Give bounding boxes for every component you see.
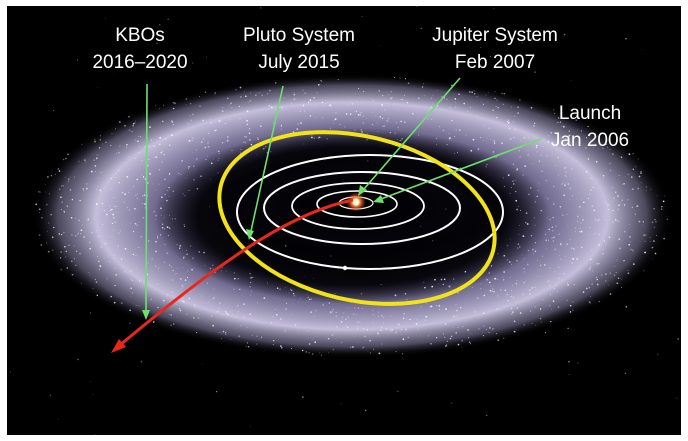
- pluto-system-label-date: July 2015: [258, 52, 340, 73]
- diagram-frame: KBOs 2016–2020 Pluto System July 2015 Ju…: [7, 6, 681, 435]
- launch-pointer: [373, 138, 542, 203]
- jupiter-system-label-date: Feb 2007: [454, 52, 536, 73]
- pluto-pointer: [246, 85, 284, 240]
- saturn-orbit: [291, 182, 425, 230]
- pluto-system-label: Pluto System July 2015: [217, 22, 381, 76]
- spacecraft-trajectory: [118, 198, 354, 348]
- neptune-orbit: [236, 154, 504, 270]
- launch-label-date: Jan 2006: [550, 130, 630, 151]
- kbos-label-title: KBOs: [115, 25, 165, 46]
- jupiter-system-label-title: Jupiter System: [432, 25, 558, 46]
- kbos-pointer: [142, 83, 150, 320]
- kbos-label: KBOs 2016–2020: [79, 22, 201, 76]
- kbos-label-date: 2016–2020: [92, 52, 188, 73]
- neptune-marker: [342, 265, 348, 271]
- pluto-system-label-title: Pluto System: [243, 25, 355, 46]
- pluto-orbit: [217, 130, 497, 306]
- sun-icon: [346, 192, 366, 212]
- jupiter-orbit: [316, 190, 398, 218]
- jupiter-pointer: [358, 77, 461, 196]
- launch-label: Launch Jan 2006: [527, 100, 653, 154]
- uranus-orbit: [263, 171, 461, 245]
- launch-label-title: Launch: [558, 103, 622, 124]
- solar-system-illustration: [9, 6, 679, 435]
- arrowhead-icon: [111, 339, 126, 353]
- jupiter-system-label: Jupiter System Feb 2007: [407, 22, 583, 76]
- kuiper-belt-particles: [9, 6, 679, 435]
